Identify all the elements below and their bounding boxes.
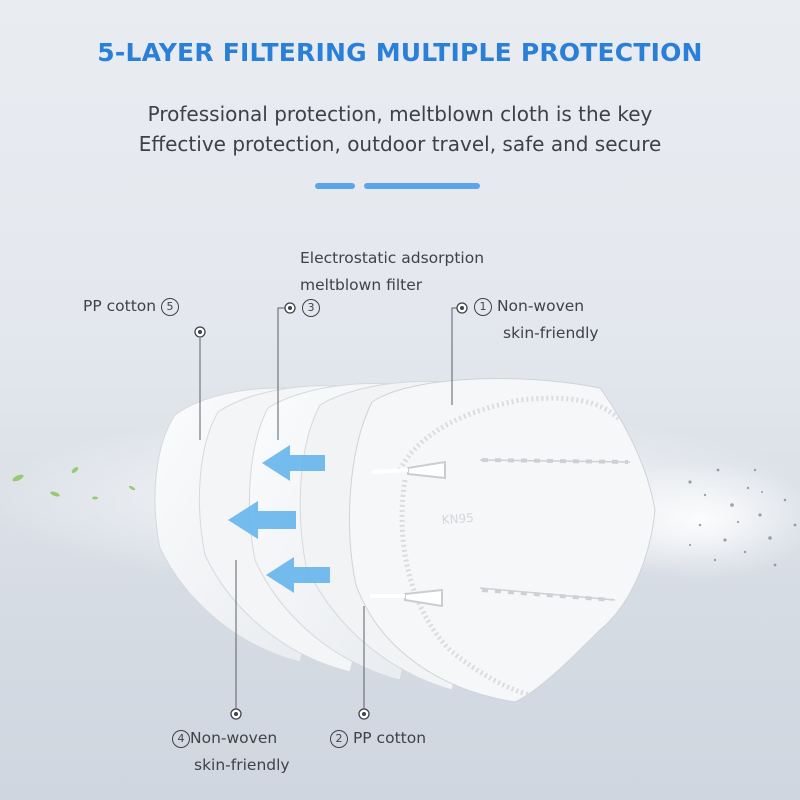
layer-3-text-line2: meltblown filter	[300, 276, 423, 294]
layer-1-label: 1 Non-woven skin-friendly	[474, 293, 599, 347]
layer-4-text-line1: Non-woven	[190, 729, 278, 747]
arrow-middle	[228, 501, 296, 539]
arrow-top	[262, 445, 325, 481]
layer-5-text: PP cotton	[83, 297, 157, 315]
layer-2-number: 2	[330, 730, 348, 748]
layer-4-text-line2: skin-friendly	[194, 756, 290, 774]
filter-layer-1-mask	[348, 378, 656, 703]
layer-3-text-line1: Electrostatic adsorption	[300, 249, 485, 267]
layer-1-number: 1	[474, 298, 492, 316]
layer-1-text-line2: skin-friendly	[503, 324, 599, 342]
page-title: 5-LAYER FILTERING MULTIPLE PROTECTION	[97, 38, 703, 67]
layer-2-text: PP cotton	[352, 729, 427, 747]
leaf-particles	[12, 467, 136, 500]
layer-3-text: Electrostatic adsorption meltblown filte…	[300, 245, 484, 299]
mask-print: KN95	[441, 511, 474, 527]
airflow-arrows	[228, 445, 330, 593]
layer-2-label: 2 PP cotton	[330, 725, 426, 752]
accent-bar-short	[315, 183, 355, 189]
layer-3-number-wrap: 3	[302, 294, 320, 321]
accent-bar-long	[364, 183, 480, 189]
subtitle-line-2: Effective protection, outdoor travel, sa…	[138, 132, 662, 156]
layer-5-number: 5	[161, 298, 180, 316]
layer-1-text-line1: Non-woven	[496, 297, 585, 315]
layer-3-number: 3	[302, 299, 320, 317]
layer-4-number: 4	[172, 730, 190, 748]
arrow-bottom	[266, 557, 330, 593]
layer-5-label: PP cotton 5	[83, 293, 180, 320]
subtitle-line-1: Professional protection, meltblown cloth…	[147, 102, 653, 126]
dust-particles	[688, 468, 797, 567]
